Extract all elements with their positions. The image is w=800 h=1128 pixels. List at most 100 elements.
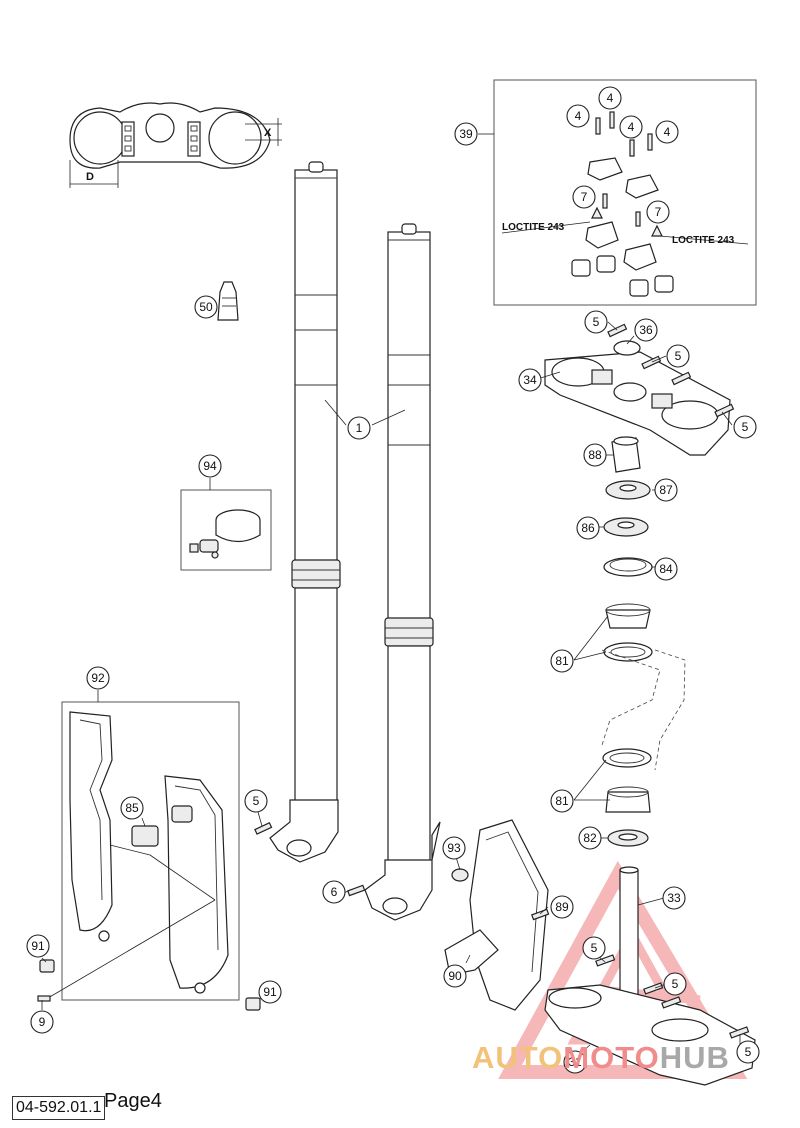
bolt-5 <box>254 822 273 835</box>
callout-9: 9 <box>30 1010 54 1034</box>
callout-81b: 81 <box>550 789 574 813</box>
callout-4b: 4 <box>566 104 590 128</box>
svg-text:4: 4 <box>628 120 635 134</box>
loctite-bottle <box>217 281 239 321</box>
callout-94: 94 <box>198 454 222 478</box>
callout-39: 39 <box>454 122 478 146</box>
callout-87: 87 <box>654 478 678 502</box>
page-label: Page4 <box>104 1090 162 1112</box>
callout-1: 1 <box>347 416 371 440</box>
svg-text:4: 4 <box>607 91 614 105</box>
document-number: 04-592.01.1 <box>12 1096 106 1120</box>
callout-5g: 5 <box>736 1040 760 1064</box>
callout-92: 92 <box>86 666 110 690</box>
svg-text:85: 85 <box>125 801 139 815</box>
callout-5c: 5 <box>733 415 757 439</box>
svg-text:39: 39 <box>459 127 473 141</box>
callout-82: 82 <box>578 826 602 850</box>
svg-text:5: 5 <box>593 315 600 329</box>
svg-text:7: 7 <box>655 205 662 219</box>
triple-clamp-top-view <box>69 102 282 188</box>
callout-31: 31 <box>563 1050 587 1074</box>
left-fork-leg <box>269 161 341 863</box>
callout-90: 90 <box>443 964 467 988</box>
callout-5f: 5 <box>663 972 687 996</box>
svg-text:6: 6 <box>331 885 338 899</box>
svg-text:81: 81 <box>555 654 569 668</box>
svg-text:94: 94 <box>203 459 217 473</box>
callout-34: 34 <box>518 368 542 392</box>
svg-text:4: 4 <box>664 125 671 139</box>
callout-4d: 4 <box>655 120 679 144</box>
svg-text:86: 86 <box>581 521 595 535</box>
svg-text:4: 4 <box>575 109 582 123</box>
watermark-text-auto: AUTO <box>472 1040 564 1075</box>
upper-triple-clamp <box>544 323 735 456</box>
callout-7a: 7 <box>572 185 596 209</box>
callout-84: 84 <box>654 557 678 581</box>
watermark-text: AUTOMOTOHUB <box>472 1040 730 1076</box>
right-fork-leg <box>364 223 441 921</box>
loctite-label-right: LOCTITE 243 <box>672 235 735 246</box>
callout-33: 33 <box>662 886 686 910</box>
dimension-x-label: X <box>264 127 272 139</box>
svg-text:5: 5 <box>253 794 260 808</box>
callout-50: 50 <box>194 295 218 319</box>
svg-text:5: 5 <box>672 977 679 991</box>
svg-text:5: 5 <box>745 1045 752 1059</box>
callout-5e: 5 <box>582 936 606 960</box>
callout-6: 6 <box>322 880 346 904</box>
watermark-text-hub: HUB <box>659 1040 730 1075</box>
callout-7b: 7 <box>646 200 670 224</box>
svg-text:84: 84 <box>659 562 673 576</box>
svg-text:91: 91 <box>31 939 45 953</box>
clamp-kit-box <box>493 79 757 306</box>
svg-text:36: 36 <box>639 323 653 337</box>
svg-text:87: 87 <box>659 483 673 497</box>
bolt-6 <box>347 884 366 897</box>
svg-text:5: 5 <box>742 420 749 434</box>
callout-5a: 5 <box>584 310 608 334</box>
fork-guards <box>37 711 261 1011</box>
svg-text:89: 89 <box>555 900 569 914</box>
svg-text:1: 1 <box>356 421 363 435</box>
svg-text:5: 5 <box>675 349 682 363</box>
svg-text:33: 33 <box>667 891 681 905</box>
callout-81a: 81 <box>550 649 574 673</box>
svg-text:34: 34 <box>523 373 537 387</box>
callout-5d: 5 <box>244 789 268 813</box>
svg-text:93: 93 <box>447 841 461 855</box>
svg-text:9: 9 <box>39 1015 46 1029</box>
callout-86: 86 <box>576 516 600 540</box>
callout-91b: 91 <box>258 980 282 1004</box>
fork-guard-box <box>61 701 240 1001</box>
svg-text:31: 31 <box>568 1055 582 1069</box>
clamp-kit-parts <box>571 111 674 297</box>
svg-text:92: 92 <box>91 671 105 685</box>
svg-text:82: 82 <box>583 831 597 845</box>
disc-guard <box>444 819 550 1011</box>
callout-4c: 4 <box>619 115 643 139</box>
loctite-label-left: LOCTITE 243 <box>502 222 565 233</box>
callout-88: 88 <box>583 443 607 467</box>
callout-89: 89 <box>550 895 574 919</box>
svg-text:7: 7 <box>581 190 588 204</box>
svg-text:81: 81 <box>555 794 569 808</box>
clamp-box <box>180 489 272 571</box>
watermark-text-moto: MOTO <box>563 1040 660 1075</box>
svg-text:50: 50 <box>199 300 213 314</box>
callout-91a: 91 <box>26 934 50 958</box>
brake-line-clamp <box>189 509 261 559</box>
svg-text:5: 5 <box>591 941 598 955</box>
callout-36: 36 <box>634 318 658 342</box>
callout-5b: 5 <box>666 344 690 368</box>
svg-text:91: 91 <box>263 985 277 999</box>
dimension-d-label: D <box>86 171 94 183</box>
steering-stem-lower-clamp <box>544 866 756 1086</box>
callout-93: 93 <box>442 836 466 860</box>
svg-text:90: 90 <box>448 969 462 983</box>
callout-85: 85 <box>120 796 144 820</box>
svg-text:88: 88 <box>588 448 602 462</box>
steering-bearing-parts <box>601 436 686 847</box>
